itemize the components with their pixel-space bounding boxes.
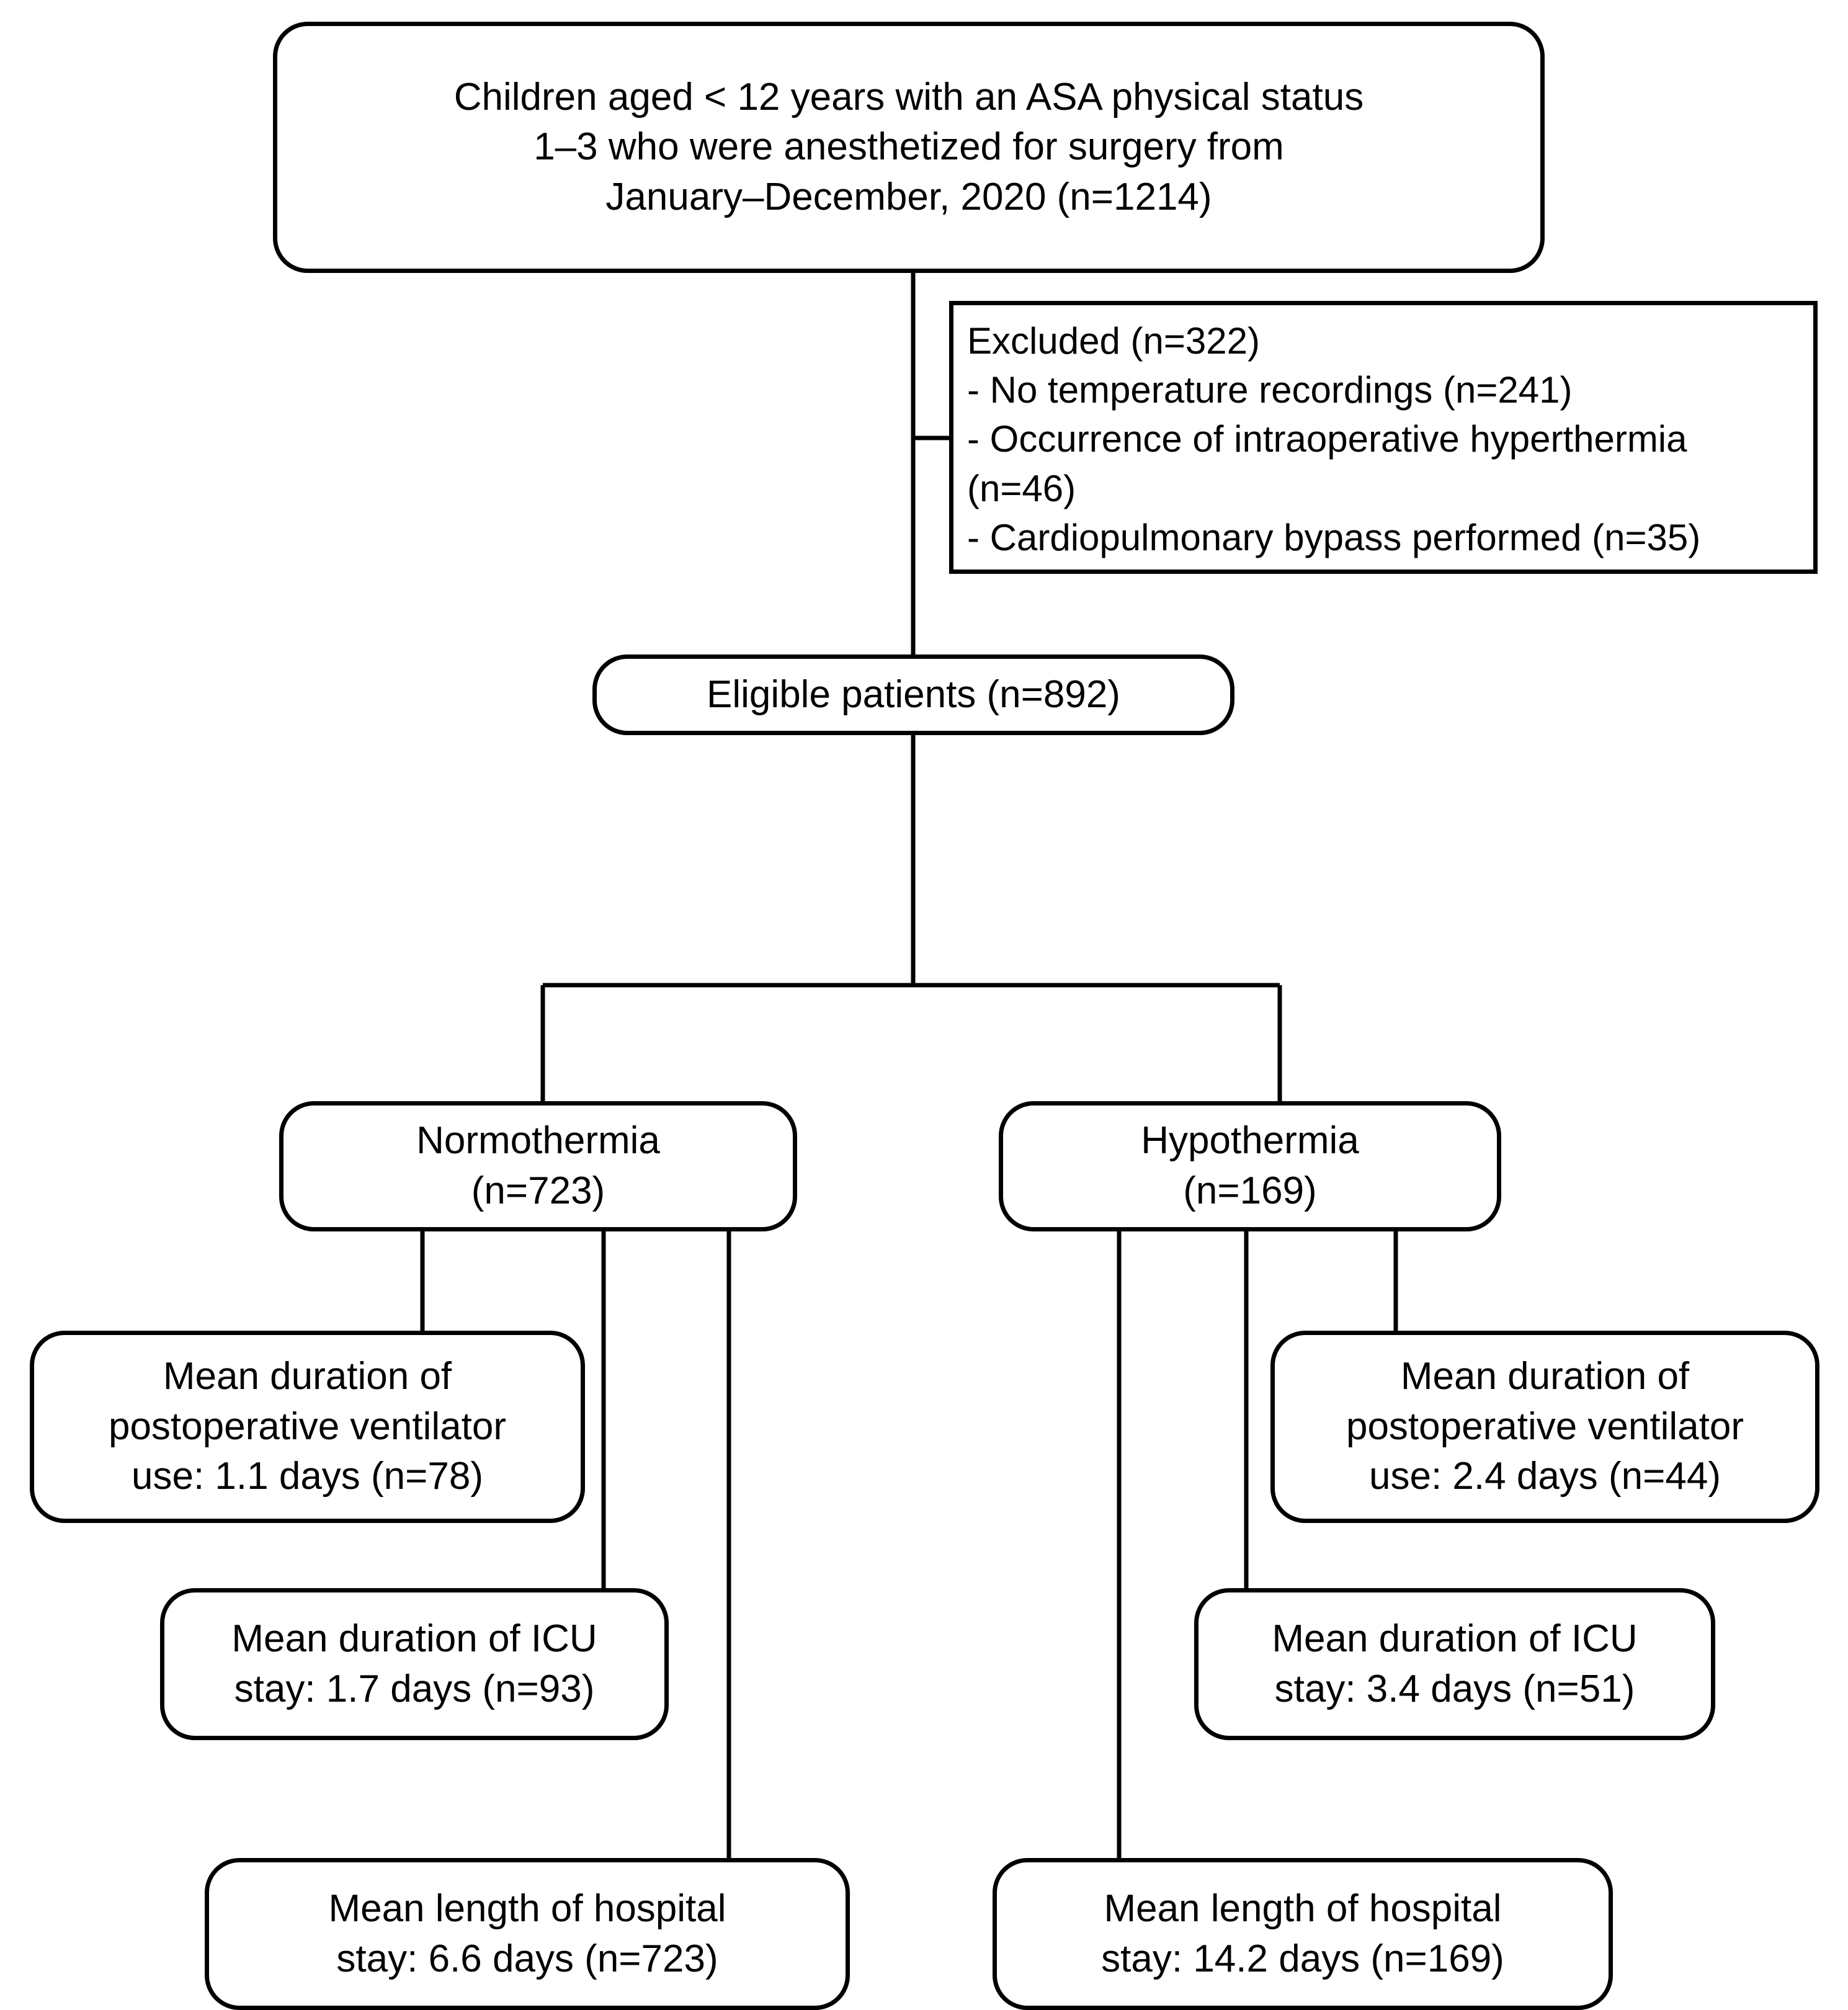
eligible-patients-box: Eligible patients (n=892) (592, 654, 1234, 735)
normothermia-ventilator-text: Mean duration of postoperative ventilato… (108, 1355, 507, 1498)
hypothermia-hospital-box: Mean length of hospital stay: 14.2 days … (993, 1858, 1613, 2010)
normothermia-icu-text: Mean duration of ICU stay: 1.7 days (n=9… (231, 1617, 597, 1710)
enrollment-box: Children aged < 12 years with an ASA phy… (273, 22, 1545, 273)
excluded-box: Excluded (n=322) - No temperature record… (949, 301, 1818, 574)
normothermia-text: Normothermia (n=723) (416, 1119, 660, 1212)
hypothermia-ventilator-box: Mean duration of postoperative ventilato… (1270, 1331, 1819, 1523)
hypothermia-ventilator-text: Mean duration of postoperative ventilato… (1346, 1355, 1744, 1498)
eligible-patients-text: Eligible patients (n=892) (707, 672, 1120, 716)
excluded-text: Excluded (n=322) - No temperature record… (967, 320, 1701, 558)
hypothermia-hospital-text: Mean length of hospital stay: 14.2 days … (1101, 1887, 1504, 1980)
normothermia-box: Normothermia (n=723) (279, 1101, 797, 1231)
hypothermia-icu-box: Mean duration of ICU stay: 3.4 days (n=5… (1194, 1588, 1715, 1740)
normothermia-hospital-box: Mean length of hospital stay: 6.6 days (… (205, 1858, 850, 2010)
normothermia-icu-box: Mean duration of ICU stay: 1.7 days (n=9… (160, 1588, 669, 1740)
hypothermia-text: Hypothermia (n=169) (1141, 1119, 1359, 1212)
hypothermia-icu-text: Mean duration of ICU stay: 3.4 days (n=5… (1272, 1617, 1638, 1710)
normothermia-ventilator-box: Mean duration of postoperative ventilato… (30, 1331, 585, 1523)
hypothermia-box: Hypothermia (n=169) (999, 1101, 1501, 1231)
enrollment-text: Children aged < 12 years with an ASA phy… (453, 75, 1364, 218)
normothermia-hospital-text: Mean length of hospital stay: 6.6 days (… (328, 1887, 726, 1980)
